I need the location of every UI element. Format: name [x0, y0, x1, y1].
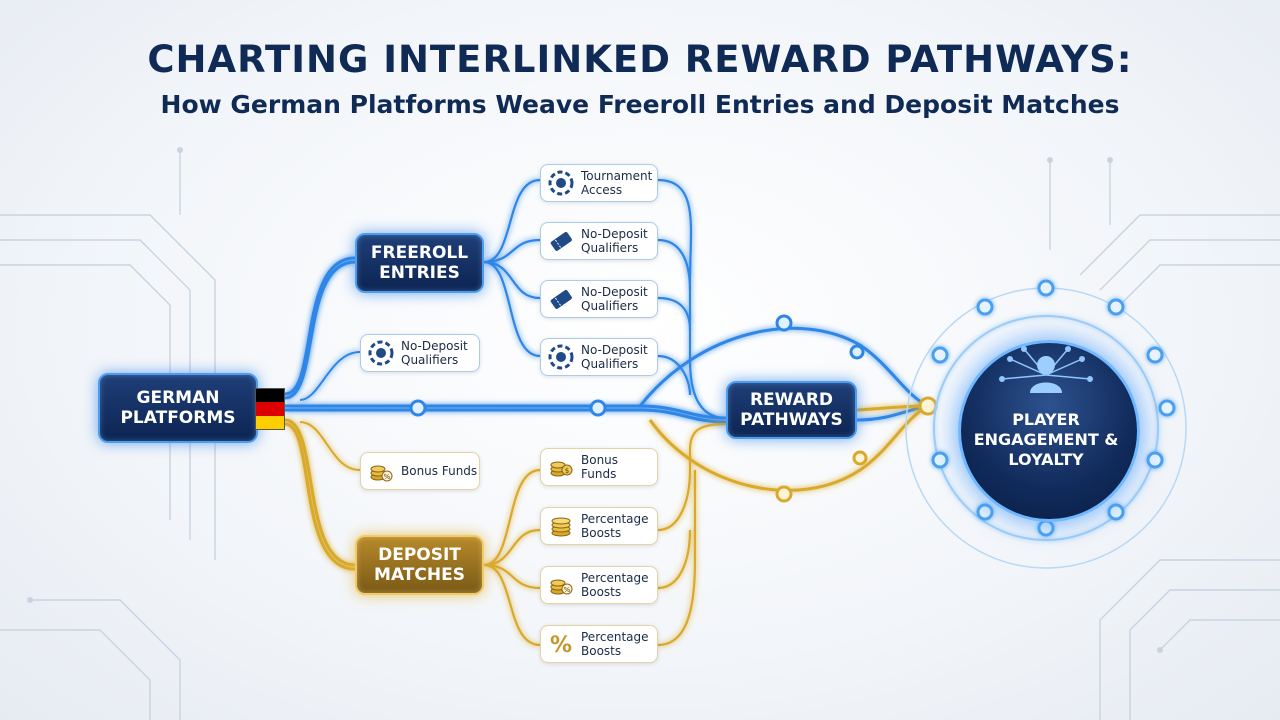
coin-stack-percent-icon: % — [370, 465, 393, 482]
coin-stack-icon — [551, 517, 571, 537]
svg-text:%: % — [564, 586, 571, 594]
freeroll-leaf[interactable]: Tournament Access — [540, 164, 658, 202]
ticket-icon — [550, 289, 572, 309]
user-network-icon — [999, 346, 1093, 393]
leaf-label: Percentage Boosts — [581, 630, 649, 658]
svg-text:%: % — [550, 633, 572, 658]
leaf-label: Percentage Boosts — [581, 512, 649, 540]
leaf-label: No-Deposit Qualifiers — [581, 343, 648, 371]
poker-chip-icon — [368, 340, 394, 366]
leaf-label: Percentage Boosts — [581, 571, 649, 599]
leaf-label: Tournament Access — [581, 169, 653, 197]
page-subtitle: How German Platforms Weave Freeroll Entr… — [160, 90, 1120, 119]
deposit-leaf[interactable]: $ Bonus Funds — [540, 448, 658, 486]
coin-stack-dollar-icon: $ — [550, 461, 573, 477]
freeroll-entries-node[interactable]: FREEROLL ENTRIES — [355, 233, 484, 293]
deposit-leaf[interactable]: Percentage Boosts — [540, 507, 658, 545]
german-platforms-node[interactable]: GERMAN PLATFORMS — [98, 373, 258, 443]
deposit-leaf[interactable]: % Percentage Boosts — [540, 625, 658, 663]
percent-icon: % — [550, 633, 572, 658]
leaf-label: No-Deposit Qualifiers — [581, 285, 648, 313]
freeroll-entries-label: FREEROLL ENTRIES — [370, 243, 469, 283]
germany-flag-icon — [255, 388, 285, 430]
freeroll-leaf[interactable]: No-Deposit Qualifiers — [540, 338, 658, 376]
deposit-side-leaf[interactable]: % Bonus Funds — [360, 452, 480, 490]
freeroll-leaf[interactable]: No-Deposit Qualifiers — [540, 222, 658, 260]
reward-pathways-label: REWARD PATHWAYS — [740, 390, 843, 430]
coin-stack-percent-icon: % — [550, 579, 573, 595]
poker-chip-icon — [548, 170, 574, 196]
player-engagement-label: PLAYER ENGAGEMENT & LOYALTY — [973, 410, 1119, 469]
ticket-icon — [550, 231, 572, 251]
deposit-matches-node[interactable]: DEPOSIT MATCHES — [355, 535, 484, 595]
leaf-label: No-Deposit Qualifiers — [401, 339, 468, 367]
reward-pathways-node[interactable]: REWARD PATHWAYS — [726, 381, 857, 439]
leaf-label: Bonus Funds — [581, 453, 619, 481]
leaf-label: No-Deposit Qualifiers — [581, 227, 648, 255]
svg-text:%: % — [384, 473, 391, 481]
deposit-leaf[interactable]: % Percentage Boosts — [540, 566, 658, 604]
page-title: CHARTING INTERLINKED REWARD PATHWAYS: — [147, 38, 1133, 81]
freeroll-leaf[interactable]: No-Deposit Qualifiers — [540, 280, 658, 318]
svg-text:$: $ — [565, 467, 569, 475]
freeroll-side-leaf[interactable]: No-Deposit Qualifiers — [360, 334, 480, 372]
deposit-matches-label: DEPOSIT MATCHES — [374, 545, 465, 585]
poker-chip-icon — [548, 344, 574, 370]
leaf-label: Bonus Funds — [401, 464, 478, 478]
german-platforms-label: GERMAN PLATFORMS — [120, 388, 236, 428]
